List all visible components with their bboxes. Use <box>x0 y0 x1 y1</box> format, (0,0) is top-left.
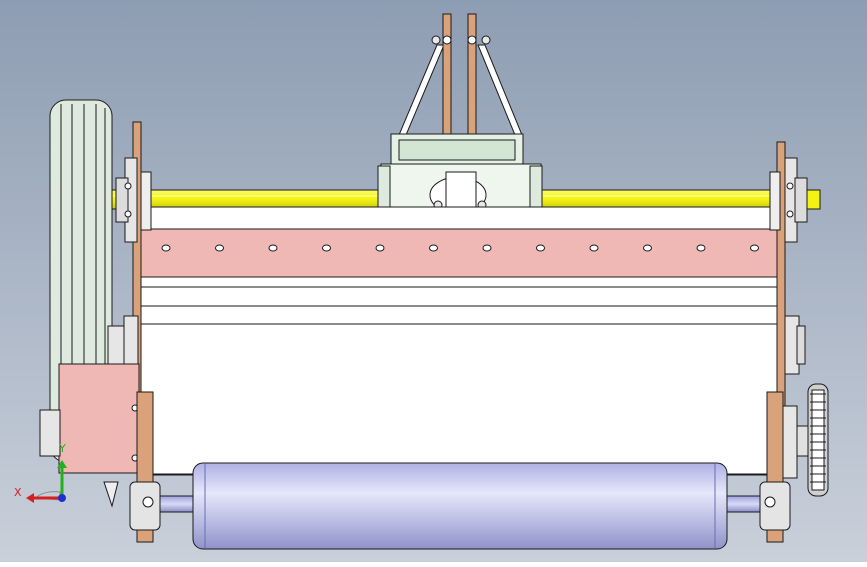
ground-roller[interactable] <box>192 462 728 550</box>
bolt-hole <box>322 244 331 252</box>
axis-x-label: X <box>14 486 22 499</box>
bolt-hole <box>536 244 545 252</box>
axis-y-label: Y <box>59 442 66 455</box>
right-skid-bracket[interactable] <box>759 391 798 543</box>
bolt-plate[interactable] <box>137 228 781 278</box>
bolt-row <box>161 244 759 252</box>
gearbox-mount[interactable] <box>377 133 543 214</box>
axis-triad-graphic <box>26 460 67 503</box>
chain-sprocket[interactable] <box>796 383 829 497</box>
belt-guard[interactable] <box>58 363 140 474</box>
axis-triad: X Y <box>10 442 80 512</box>
bolt-hole <box>696 244 706 252</box>
right-lower-bearing[interactable] <box>784 315 806 375</box>
left-bearing[interactable] <box>115 157 152 243</box>
bolt-hole <box>589 244 599 252</box>
bolt-hole <box>643 244 652 252</box>
bolt-hole <box>482 244 492 252</box>
bolt-hole <box>215 244 224 252</box>
bolt-hole <box>750 244 759 252</box>
left-skid-bracket[interactable] <box>39 391 161 543</box>
bolt-hole <box>268 244 278 252</box>
bolt-hole <box>429 244 438 252</box>
right-bearing[interactable] <box>769 157 821 243</box>
bolt-hole <box>161 244 171 252</box>
bolt-hole <box>375 244 385 252</box>
